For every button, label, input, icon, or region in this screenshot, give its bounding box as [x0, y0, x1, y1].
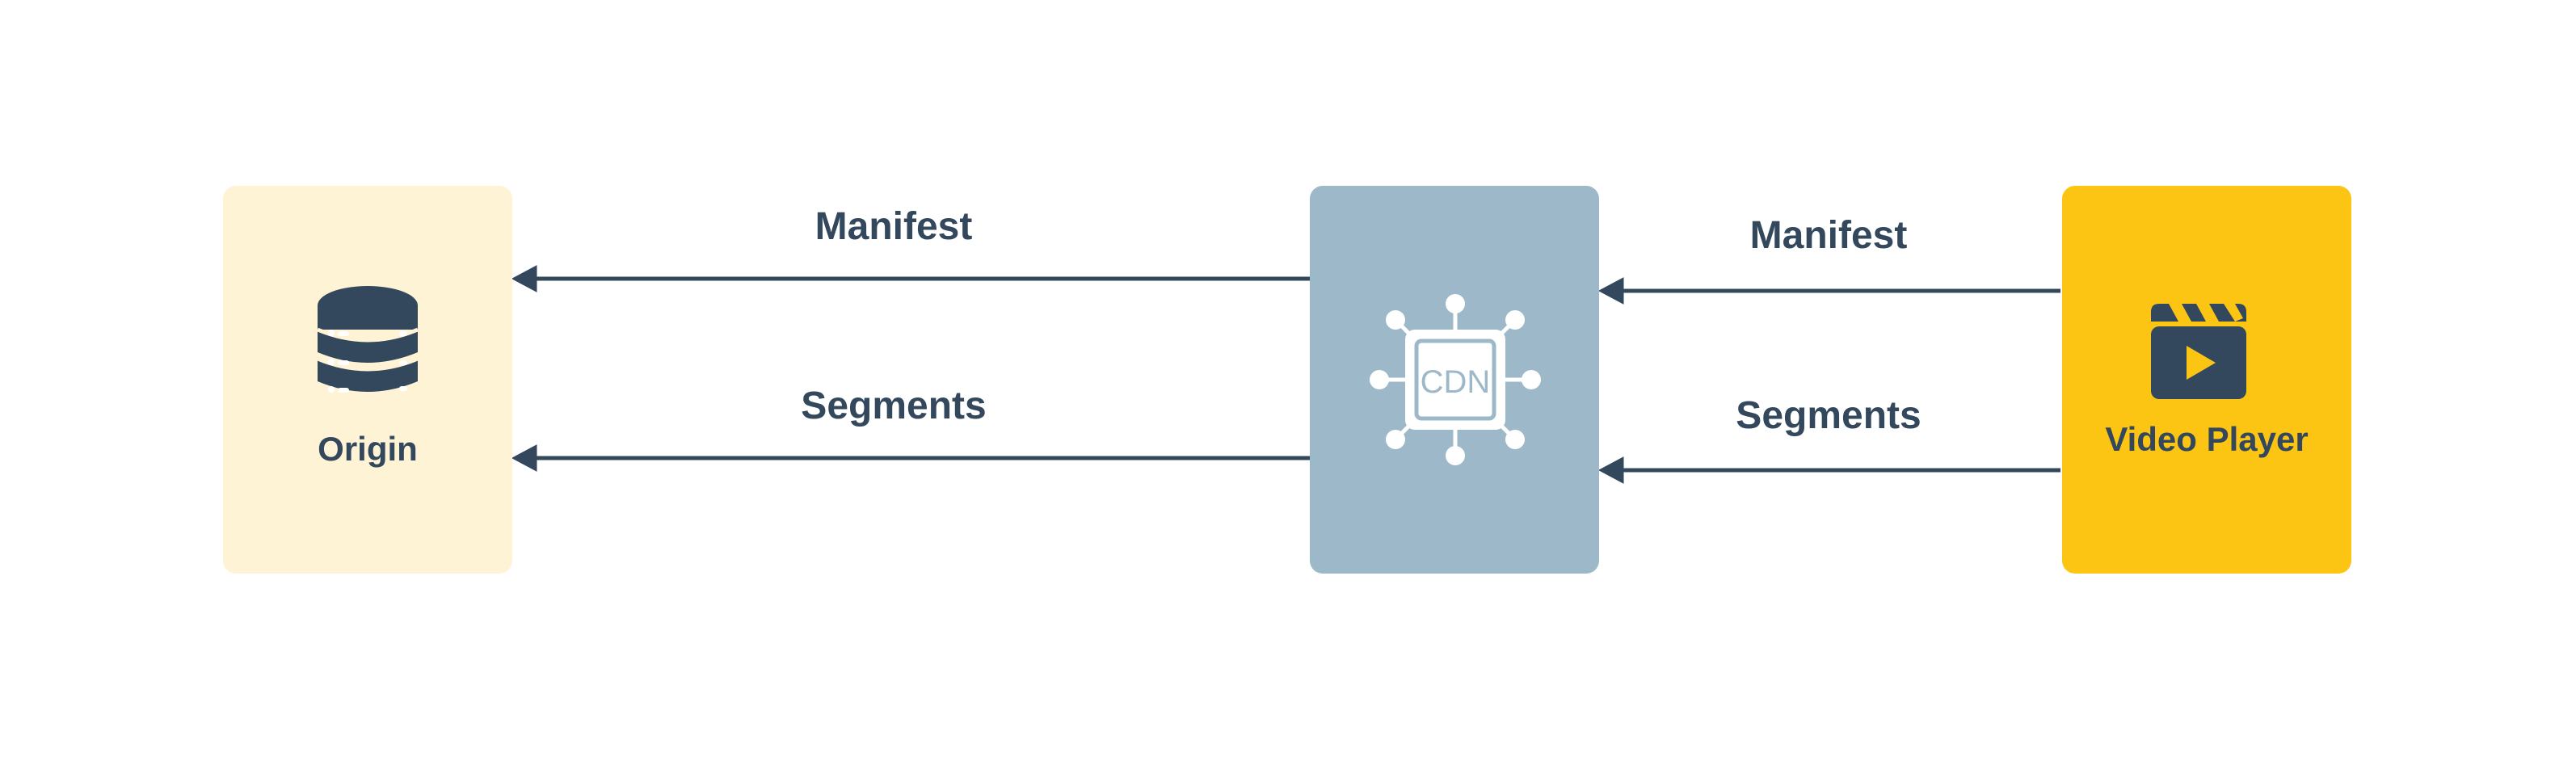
cdn-node: CDN — [1310, 186, 1599, 574]
network-chip-icon: CDN — [1366, 291, 1544, 469]
edge-label-manifest-origin: Manifest — [814, 205, 973, 248]
database-icon — [315, 283, 420, 404]
origin-label: Origin — [318, 430, 418, 468]
origin-node: Origin — [223, 186, 512, 574]
cdn-label: CDN — [1421, 364, 1491, 400]
edge-label-manifest-player: Manifest — [1749, 214, 1908, 257]
arrow-segments-cdn-to-origin — [511, 444, 1310, 472]
edge-label-segments-player: Segments — [1736, 394, 1921, 437]
arrow-manifest-cdn-to-origin — [511, 265, 1310, 292]
edge-label-segments-origin: Segments — [801, 385, 987, 427]
video-player-label: Video Player — [2105, 420, 2309, 458]
arrow-manifest-player-to-cdn — [1597, 277, 2060, 305]
clapperboard-play-icon — [2146, 299, 2251, 404]
video-player-node: Video Player — [2062, 186, 2351, 574]
arrow-segments-player-to-cdn — [1597, 456, 2060, 484]
